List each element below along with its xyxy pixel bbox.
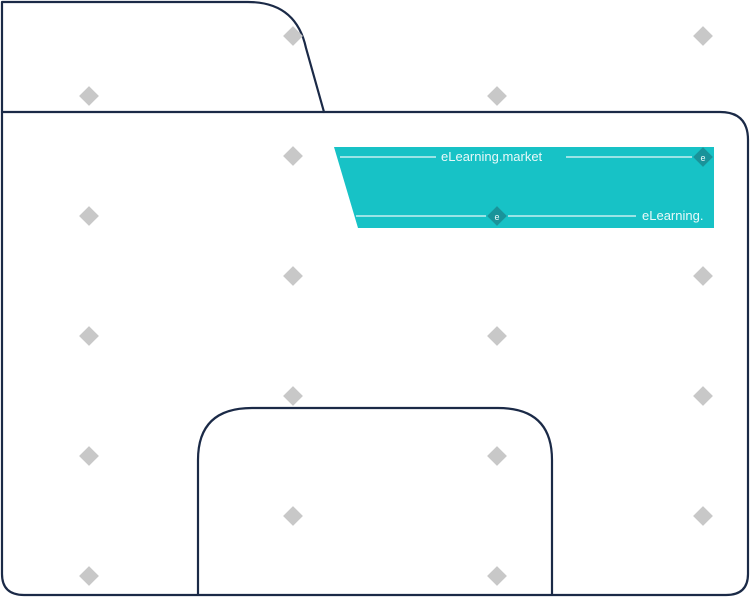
watermark-diamond-icon (693, 506, 713, 526)
watermark-diamond-icon (487, 566, 507, 586)
watermark-diamond-icon (487, 326, 507, 346)
watermark-diamond-icon (487, 86, 507, 106)
folder-pocket-outline (196, 406, 554, 595)
watermark-badge-icon: e (487, 206, 507, 226)
folder-tab-outline (0, 0, 326, 114)
watermark-diamond-icon (79, 446, 99, 466)
watermark-diamond-icon (79, 326, 99, 346)
folder-body-outline (0, 110, 750, 597)
watermark-text-short: eLearning. (642, 208, 703, 223)
watermark-diamond-icon (693, 386, 713, 406)
watermark-diamond-icon (283, 386, 303, 406)
folder-label-shape (334, 147, 714, 228)
watermark-badge-letter: e (700, 153, 705, 163)
watermark-diamond-icon (283, 146, 303, 166)
watermark-diamond-icon (79, 206, 99, 226)
watermark-diamond-icon (79, 566, 99, 586)
watermark-overlay: eLearning.market e e eLearning. (340, 147, 713, 226)
watermark-diamond-icon (693, 26, 713, 46)
watermark-diamond-icon (283, 26, 303, 46)
watermark-diamond-icon (79, 86, 99, 106)
watermark-diamond-icon (693, 266, 713, 286)
watermark-diamonds (79, 26, 713, 586)
watermark-text: eLearning.market (441, 149, 543, 164)
watermark-diamond-icon (487, 446, 507, 466)
watermark-badge-letter: e (494, 212, 499, 222)
watermark-diamond-icon (283, 506, 303, 526)
watermark-diamond-icon (283, 266, 303, 286)
